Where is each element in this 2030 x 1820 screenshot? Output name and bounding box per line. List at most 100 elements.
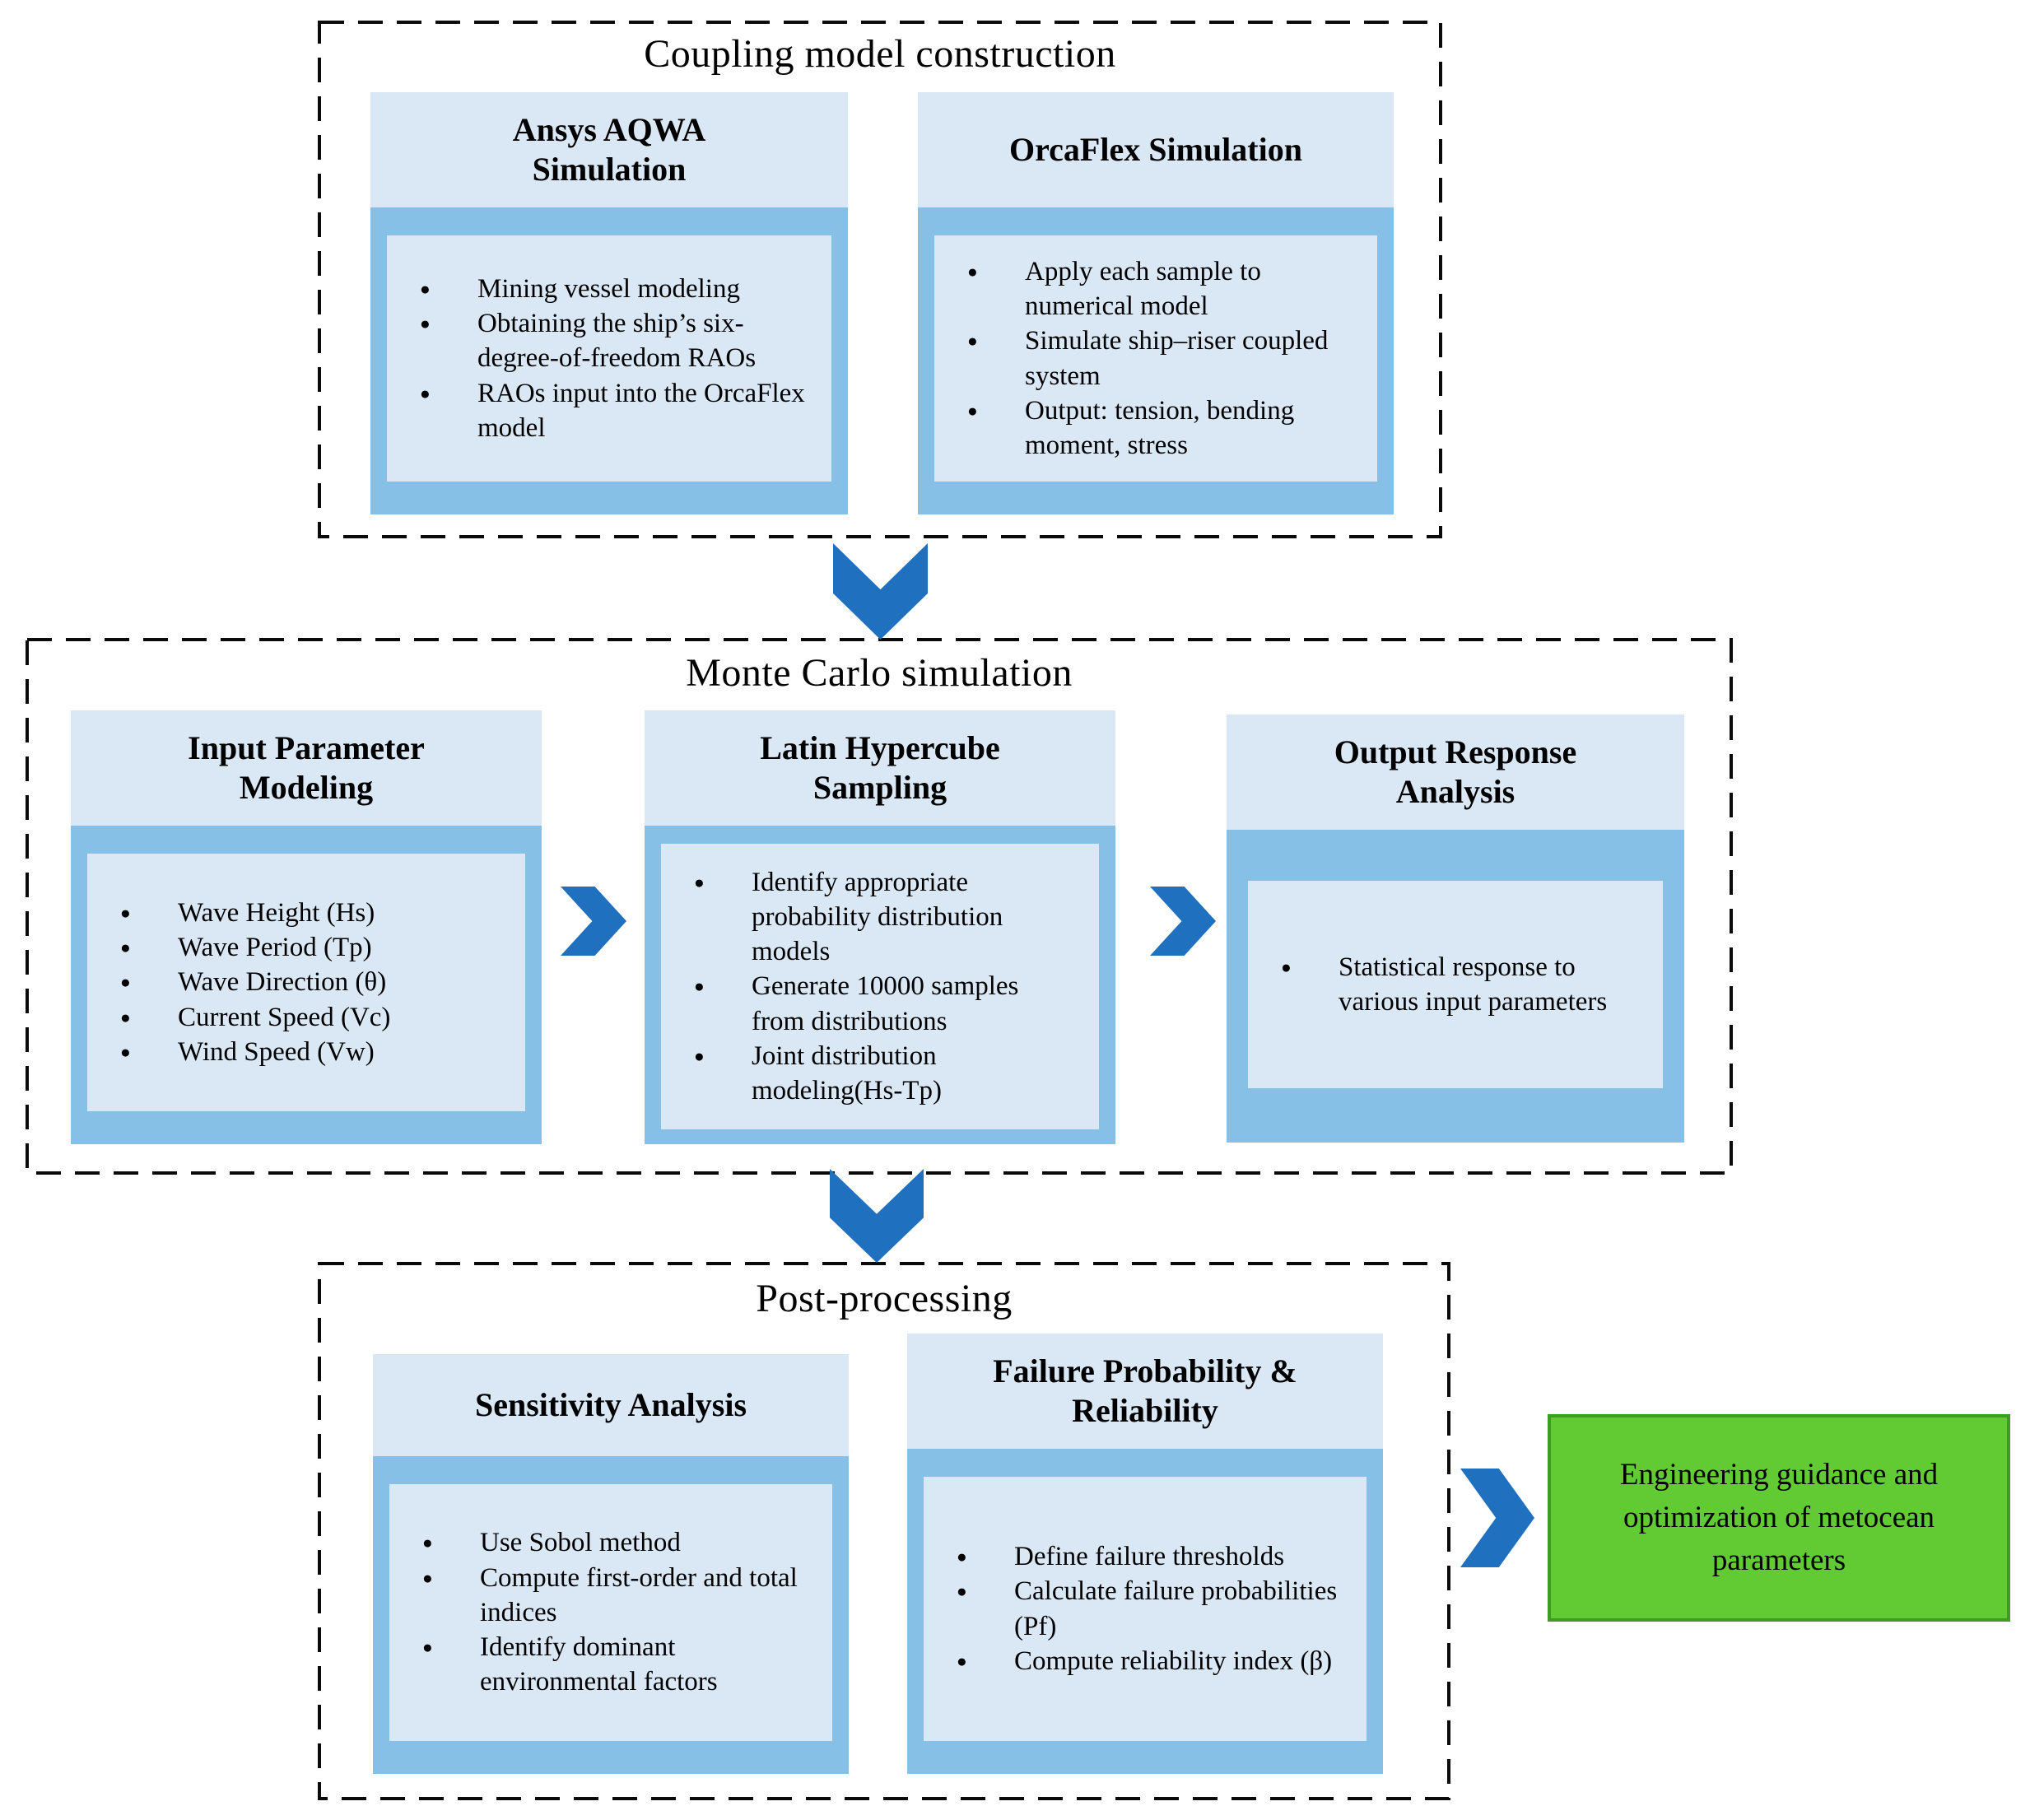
box-orcaflex-body: ● Apply each sample to numerical model ●… bbox=[918, 207, 1394, 514]
bullet-text: Apply each sample to numerical model bbox=[1025, 256, 1261, 322]
bullet-item: ● Compute first-order and total indices bbox=[401, 1561, 808, 1630]
bullet-item: ● Joint distribution modeling(Hs-Tp) bbox=[673, 1039, 1074, 1108]
result-text: Engineering guidance and optimization of… bbox=[1619, 1458, 1939, 1577]
bullet-item: ● Wave Direction (θ) bbox=[99, 965, 501, 999]
bullet-dot: ● bbox=[422, 1637, 433, 1658]
bullet-text: Compute first-order and total indices bbox=[480, 1562, 798, 1627]
box-failure-probability-reliability-bullets: ● Define failure thresholds ● Calculate … bbox=[924, 1477, 1367, 1741]
bullet-item: ● Identify appropriate probability distr… bbox=[673, 865, 1074, 970]
box-ansys-aqwa-body: ● Mining vessel modeling ● Obtaining the… bbox=[370, 207, 848, 514]
bullet-dot: ● bbox=[694, 1045, 705, 1066]
bullet-item: ● Wave Height (Hs) bbox=[99, 896, 501, 930]
box-failure-probability-reliability-title: Failure Probability & Reliability bbox=[907, 1334, 1383, 1449]
box-sensitivity-analysis-body: ● Use Sobol method ● Compute first-order… bbox=[373, 1456, 849, 1774]
bullet-item: ● Calculate failure probabilities (Pf) bbox=[935, 1574, 1342, 1643]
bullet-dot: ● bbox=[694, 872, 705, 892]
box-failure-probability-reliability-body: ● Define failure thresholds ● Calculate … bbox=[907, 1449, 1383, 1774]
bullet-text: Compute reliability index (β) bbox=[1014, 1645, 1333, 1676]
bullet-item: ● Identify dominant environmental factor… bbox=[401, 1630, 808, 1699]
bullet-dot: ● bbox=[420, 278, 431, 299]
bullet-dot: ● bbox=[957, 1581, 967, 1602]
bullet-dot: ● bbox=[967, 261, 978, 282]
bullet-dot: ● bbox=[967, 400, 978, 421]
bullet-text: Statistical response to various input pa… bbox=[1339, 952, 1608, 1017]
box-orcaflex-title: OrcaFlex Simulation bbox=[918, 92, 1394, 207]
chevron-right-icon bbox=[1460, 1469, 1534, 1567]
section-title-post-processing: Post-processing bbox=[756, 1277, 1013, 1320]
box-input-parameter-modeling-title: Input Parameter Modeling bbox=[71, 710, 542, 826]
bullet-item: ● Output: tension, bending moment, stres… bbox=[946, 393, 1353, 463]
result-box: Engineering guidance and optimization of… bbox=[1548, 1414, 2010, 1622]
bullet-text: Current Speed (Vc) bbox=[178, 1002, 391, 1032]
box-latin-hypercube-sampling-body: ● Identify appropriate probability distr… bbox=[645, 826, 1115, 1144]
box-sensitivity-analysis: Sensitivity Analysis ● Use Sobol method … bbox=[373, 1354, 849, 1774]
bullet-text: Wind Speed (Vw) bbox=[178, 1036, 375, 1067]
bullet-text: Joint distribution modeling(Hs-Tp) bbox=[752, 1040, 942, 1106]
bullet-text: Wave Direction (θ) bbox=[178, 967, 387, 998]
bullet-text: Identify dominant environmental factors bbox=[480, 1632, 718, 1697]
bullet-item: ● Generate 10000 samples from distributi… bbox=[673, 969, 1074, 1038]
bullet-item: ● Define failure thresholds bbox=[935, 1539, 1342, 1574]
bullet-dot: ● bbox=[957, 1650, 967, 1671]
bullet-item: ● RAOs input into the OrcaFlex model bbox=[398, 376, 807, 445]
chevron-right-icon bbox=[1150, 887, 1216, 956]
box-output-response-analysis-title: Output Response Analysis bbox=[1227, 715, 1684, 830]
bullet-dot: ● bbox=[422, 1567, 433, 1588]
bullet-dot: ● bbox=[957, 1547, 967, 1567]
bullet-item: ● Mining vessel modeling bbox=[398, 272, 807, 306]
bullet-item: ● Obtaining the ship’s six-degree-of-fre… bbox=[398, 306, 807, 375]
bullet-text: Simulate ship–riser coupled system bbox=[1025, 326, 1329, 391]
bullet-text: Define failure thresholds bbox=[1014, 1542, 1285, 1572]
bullet-text: Mining vessel modeling bbox=[477, 273, 740, 304]
bullet-dot: ● bbox=[120, 902, 131, 923]
bullet-item: ● Compute reliability index (β) bbox=[935, 1644, 1342, 1678]
bullet-dot: ● bbox=[120, 938, 131, 958]
box-latin-hypercube-sampling: Latin Hypercube Sampling ● Identify appr… bbox=[645, 710, 1115, 1144]
box-output-response-analysis-bullets: ● Statistical response to various input … bbox=[1248, 881, 1663, 1088]
bullet-dot: ● bbox=[120, 1041, 131, 1062]
bullet-text: Generate 10000 samples from distribution… bbox=[752, 971, 1019, 1036]
bullet-text: Calculate failure probabilities (Pf) bbox=[1014, 1576, 1338, 1641]
box-sensitivity-analysis-bullets: ● Use Sobol method ● Compute first-order… bbox=[389, 1484, 832, 1741]
bullet-item: ● Simulate ship–riser coupled system bbox=[946, 324, 1353, 393]
box-latin-hypercube-sampling-title: Latin Hypercube Sampling bbox=[645, 710, 1115, 826]
bullet-item: ● Apply each sample to numerical model bbox=[946, 254, 1353, 324]
box-ansys-aqwa-bullets: ● Mining vessel modeling ● Obtaining the… bbox=[387, 235, 831, 482]
box-input-parameter-modeling-bullets: ● Wave Height (Hs) ● Wave Period (Tp) ● … bbox=[87, 854, 525, 1111]
bullet-dot: ● bbox=[120, 972, 131, 993]
bullet-text: Wave Period (Tp) bbox=[178, 933, 372, 963]
box-output-response-analysis: Output Response Analysis ● Statistical r… bbox=[1227, 715, 1684, 1143]
bullet-text: Obtaining the ship’s six-degree-of-freed… bbox=[477, 309, 757, 374]
box-latin-hypercube-sampling-bullets: ● Identify appropriate probability distr… bbox=[661, 844, 1099, 1129]
chevron-down-icon bbox=[833, 543, 928, 640]
bullet-item: ● Wave Period (Tp) bbox=[99, 930, 501, 965]
box-input-parameter-modeling-body: ● Wave Height (Hs) ● Wave Period (Tp) ● … bbox=[71, 826, 542, 1144]
box-ansys-aqwa-title: Ansys AQWA Simulation bbox=[370, 92, 848, 207]
box-orcaflex: OrcaFlex Simulation ● Apply each sample … bbox=[918, 92, 1394, 514]
chevron-down-icon bbox=[830, 1169, 924, 1263]
section-title-coupling: Coupling model construction bbox=[644, 32, 1116, 76]
bullet-dot: ● bbox=[420, 383, 431, 403]
bullet-item: ● Use Sobol method bbox=[401, 1525, 808, 1560]
bullet-dot: ● bbox=[694, 976, 705, 997]
box-orcaflex-bullets: ● Apply each sample to numerical model ●… bbox=[934, 235, 1377, 482]
bullet-text: RAOs input into the OrcaFlex model bbox=[477, 378, 805, 443]
bullet-text: Identify appropriate probability distrib… bbox=[752, 867, 1003, 967]
bullet-dot: ● bbox=[120, 1007, 131, 1027]
bullet-dot: ● bbox=[420, 314, 431, 334]
box-failure-probability-reliability: Failure Probability & Reliability ● Defi… bbox=[907, 1334, 1383, 1774]
bullet-item: ● Statistical response to various input … bbox=[1259, 950, 1638, 1019]
box-input-parameter-modeling: Input Parameter Modeling ● Wave Height (… bbox=[71, 710, 542, 1144]
chevron-right-icon bbox=[561, 887, 626, 956]
section-title-monte-carlo: Monte Carlo simulation bbox=[686, 651, 1073, 695]
box-sensitivity-analysis-title: Sensitivity Analysis bbox=[373, 1354, 849, 1456]
bullet-text: Wave Height (Hs) bbox=[178, 897, 375, 928]
bullet-dot: ● bbox=[1281, 957, 1292, 977]
bullet-item: ● Wind Speed (Vw) bbox=[99, 1035, 501, 1069]
bullet-dot: ● bbox=[967, 331, 978, 351]
bullet-text: Use Sobol method bbox=[480, 1528, 681, 1558]
bullet-text: Output: tension, bending moment, stress bbox=[1025, 395, 1295, 460]
box-ansys-aqwa: Ansys AQWA Simulation ● Mining vessel mo… bbox=[370, 92, 848, 514]
bullet-item: ● Current Speed (Vc) bbox=[99, 1000, 501, 1035]
